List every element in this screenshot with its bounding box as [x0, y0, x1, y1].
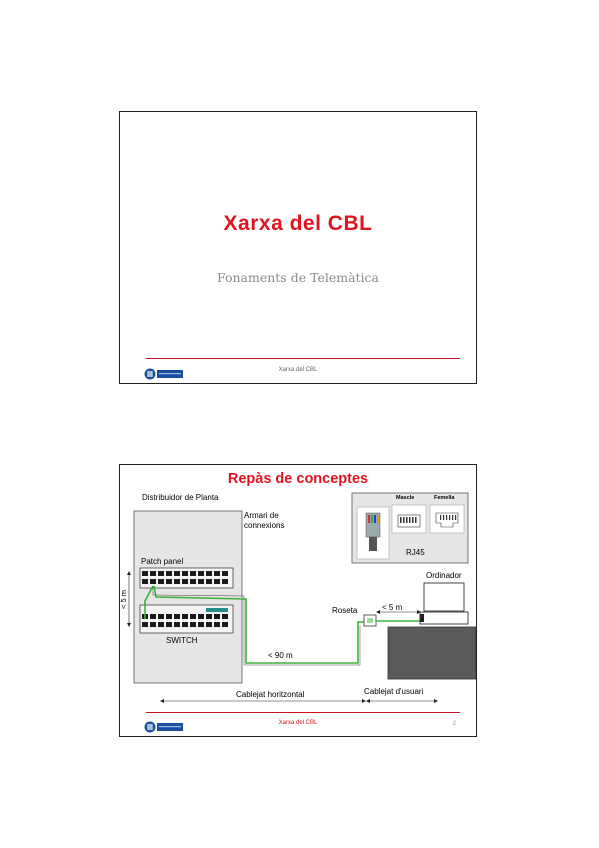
label-cablejat-horitzontal: Cablejat horitzontal [236, 690, 305, 699]
switch-leds [206, 608, 228, 612]
label-switch: SWITCH [166, 636, 198, 645]
slide-2-page-number: 2 [452, 721, 456, 727]
monitor [423, 582, 465, 612]
label-femella: Femella [434, 495, 455, 501]
university-logo-icon [144, 721, 183, 733]
label-distance-5m-user: < 5 m [382, 603, 403, 612]
slide-1-subtitle: Fonaments de Telemàtica [216, 270, 380, 285]
slide-1-footer: Xarxa del CBL [278, 367, 318, 373]
label-distance-90m: < 90 m [268, 651, 293, 660]
label-ordinador: Ordinador [426, 571, 462, 580]
desk [387, 626, 476, 680]
slide-2-title: Repàs de conceptes [227, 471, 369, 487]
slide-2: Repàs de conceptes [119, 464, 477, 737]
horizontal-cable-outline [152, 586, 361, 666]
label-patch-panel: Patch panel [141, 557, 184, 566]
slide-1-title: Xarxa del CBL [223, 212, 373, 235]
label-armari-line1: Armari de [244, 511, 279, 520]
patch-cord [144, 585, 154, 619]
footer-divider [146, 358, 460, 359]
patch-panel-ports [142, 571, 228, 584]
horizontal-cable [153, 585, 366, 664]
label-distribuidor: Distribuidor de Planta [142, 493, 219, 502]
label-roseta: Roseta [332, 606, 358, 615]
label-distance-5m-vertical: < 5 m [118, 590, 128, 609]
slide-2-footer: Xarxa del CBL [278, 720, 318, 726]
label-mascle: Mascle [396, 495, 415, 501]
footer-divider [146, 712, 460, 713]
slide-1: Xarxa del CBL Fonaments de Telemàtica Xa… [119, 111, 477, 384]
network-diagram [127, 492, 476, 703]
university-logo-icon [144, 368, 183, 380]
label-armari-line2: connexions [244, 521, 285, 530]
label-cablejat-usuari: Cablejat d'usuari [364, 687, 424, 696]
label-rj45: RJ45 [406, 548, 425, 557]
computer-case [419, 611, 469, 625]
